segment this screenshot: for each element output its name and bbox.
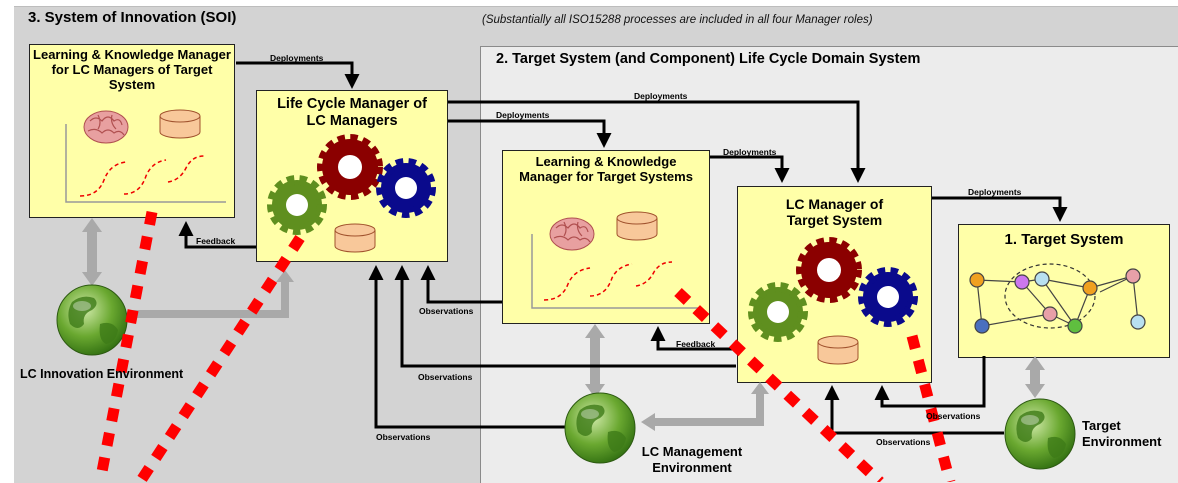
environment-links: [82, 218, 1045, 431]
arrow-observations-3: [368, 265, 568, 429]
label-observations: Observations: [419, 306, 474, 316]
arrow-deployments-2: [448, 100, 866, 183]
domain-title: 2. Target System (and Component) Life Cy…: [496, 51, 921, 67]
label-observations: Observations: [926, 411, 981, 421]
arrow-observations-2: [394, 265, 736, 368]
label-observations: Observations: [418, 372, 473, 382]
soi-title: 3. System of Innovation (SOI): [28, 9, 237, 26]
label-deployments: Deployments: [496, 110, 550, 120]
arrow-deployments-5: [932, 196, 1068, 222]
lk-manager-lc-box[interactable]: Learning & Knowledge Manager for LC Mana…: [29, 44, 235, 218]
arrow-feedback-2: [650, 326, 736, 351]
label-deployments: Deployments: [723, 147, 777, 157]
database-icon: [159, 109, 201, 139]
target-system-title: 1. Target System: [1004, 231, 1124, 248]
gears-icon: [267, 134, 436, 235]
gears-icon: [748, 237, 918, 342]
globe-icon: [564, 392, 636, 464]
label-deployments: Deployments: [270, 53, 324, 63]
arrow-observations-1: [420, 265, 502, 304]
brain-icon: [83, 110, 129, 144]
database-icon: [616, 211, 658, 241]
network-icon: [969, 263, 1146, 334]
brain-icon: [549, 217, 595, 251]
label-deployments: Deployments: [968, 187, 1022, 197]
label-feedback: Feedback: [196, 236, 236, 246]
database-icon: [817, 335, 859, 365]
label-observations: Observations: [376, 432, 431, 442]
s-curve-chart-icon: [65, 124, 226, 203]
iso-note: (Substantially all ISO15288 processes ar…: [482, 14, 873, 26]
management-env-label: LC Management Environment: [641, 444, 743, 475]
label-observations: Observations: [876, 437, 931, 447]
label-feedback: Feedback: [676, 339, 716, 349]
arrow-deployments-3: [448, 119, 612, 148]
database-icon: [334, 223, 376, 253]
flow-arrows: [178, 61, 1068, 435]
s-curve-chart-icon: [531, 234, 698, 309]
lcm-of-lcm-title: Life Cycle Manager of LC Managers: [277, 96, 427, 129]
arrow-observations-4: [874, 356, 986, 408]
label-deployments: Deployments: [634, 91, 688, 101]
arrow-deployments-4: [710, 155, 790, 183]
lk-manager-target-box[interactable]: Learning & Knowledge Manager for Target …: [502, 150, 710, 324]
globe-icon: [1004, 398, 1076, 470]
globe-icon: [56, 284, 128, 356]
lk-manager-target-title: Learning & Knowledge Manager for Target …: [519, 154, 693, 184]
red-dashed-boundaries: [94, 210, 956, 482]
innovation-env-label: LC Innovation Environment: [20, 367, 184, 381]
arrow-feedback-1: [178, 221, 256, 249]
lk-manager-lc-title: Learning & Knowledge Manager for LC Mana…: [33, 47, 231, 92]
arrow-deployments-1: [236, 61, 360, 89]
lcm-target-title: LC Manager of Target System: [785, 196, 884, 229]
target-env-label: Target Environment: [1082, 418, 1162, 449]
